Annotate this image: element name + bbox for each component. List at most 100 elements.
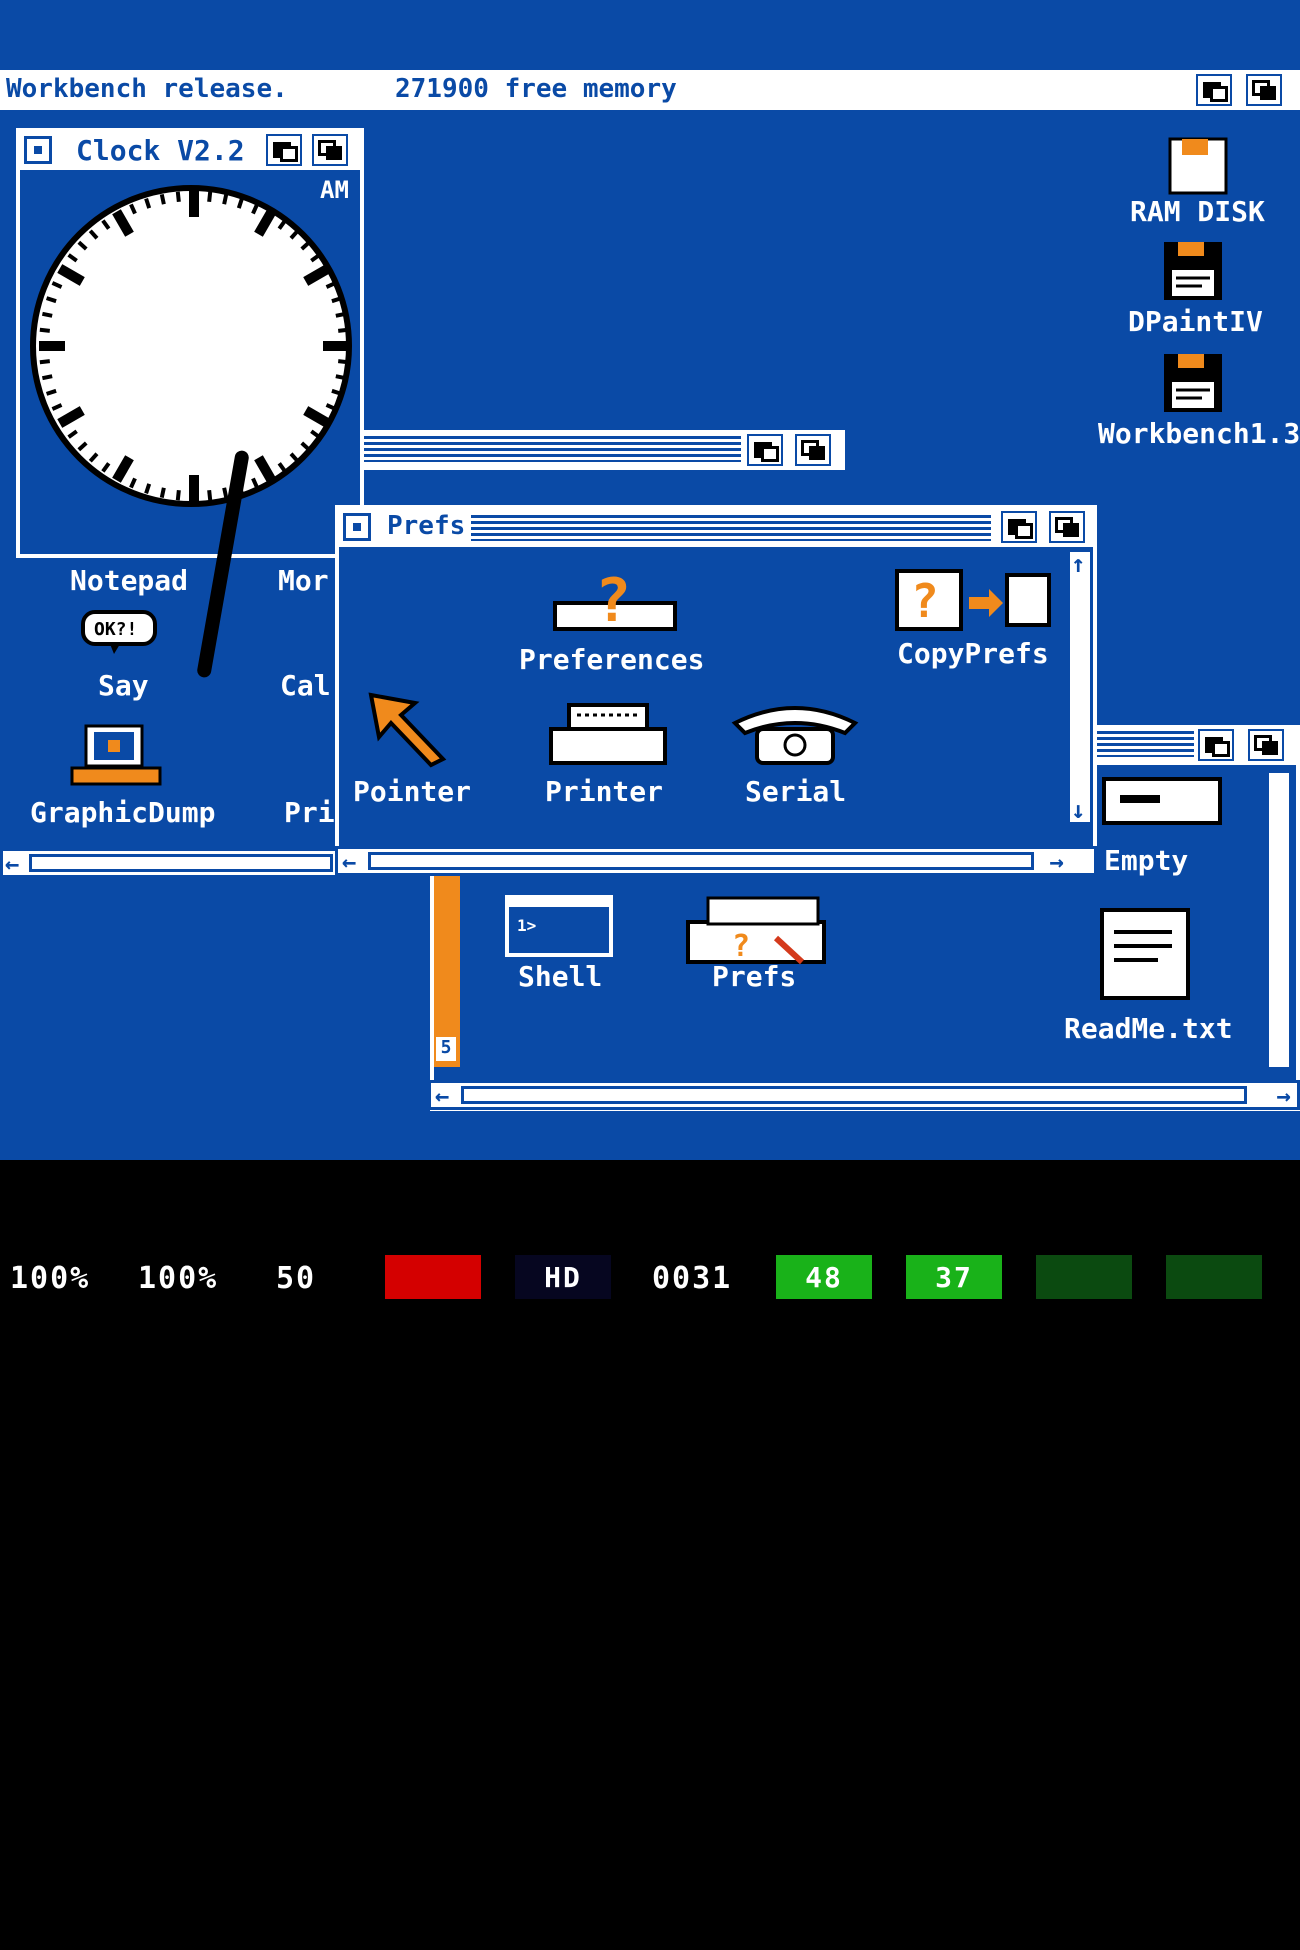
copyprefs-icon[interactable]: ? xyxy=(893,567,1053,633)
middle-depth-front-button[interactable] xyxy=(795,434,831,466)
amiga-workbench-screen: Workbench release. 271900 free memory RA… xyxy=(0,0,1300,1160)
prefs-horizontal-scrollbar[interactable]: ← → xyxy=(335,846,1097,876)
right-depth-front-button[interactable] xyxy=(1248,729,1284,761)
right-vertical-scrollbar[interactable] xyxy=(1266,770,1292,1070)
more-label-partial: Mor xyxy=(278,564,329,597)
clock-tick-mark xyxy=(254,209,276,237)
screen-depth-front-button[interactable] xyxy=(1246,74,1282,106)
right-scroll-left-arrow-icon[interactable]: ← xyxy=(435,1082,450,1110)
printer-label-partial: Pri xyxy=(284,796,335,829)
serial-icon[interactable] xyxy=(729,699,861,769)
right-horizontal-scrollbar[interactable]: ← → xyxy=(428,1080,1300,1110)
clock-close-button[interactable] xyxy=(24,136,52,164)
readme-label: ReadMe.txt xyxy=(1064,1012,1233,1045)
screen-depth-back-button[interactable] xyxy=(1196,74,1232,106)
say-label: Say xyxy=(98,669,149,702)
clock-tick-mark xyxy=(45,296,57,304)
prefs-drawer-icon[interactable]: ? xyxy=(684,892,830,968)
ram-disk-icon[interactable] xyxy=(1168,135,1228,195)
right-depth-back-button[interactable] xyxy=(1198,729,1234,761)
clock-tick-mark xyxy=(159,193,166,205)
ram-disk-label: RAM DISK xyxy=(1130,195,1265,228)
clock-tick-mark xyxy=(300,240,311,251)
pointer-icon[interactable] xyxy=(365,689,451,769)
clock-tick-mark xyxy=(57,264,85,286)
screen-title-bar[interactable]: Workbench release. 271900 free memory xyxy=(0,70,1300,113)
prefs-scroll-left-arrow-icon[interactable]: ← xyxy=(342,848,357,876)
say-icon[interactable]: OK?! xyxy=(80,609,158,655)
clock-tick-mark xyxy=(41,374,53,381)
df1-track: 37 xyxy=(935,1260,973,1294)
free-memory-text: 271900 free memory xyxy=(395,74,677,104)
clock-tick-mark xyxy=(39,359,51,365)
clock-tick-mark xyxy=(331,296,343,304)
svg-text:?: ? xyxy=(732,929,750,964)
prefs-titlebar[interactable]: Prefs xyxy=(339,509,1093,547)
serial-label: Serial xyxy=(745,775,847,808)
prefs-scroll-down-arrow-icon[interactable]: ↓ xyxy=(1071,796,1086,824)
right-scroll-knob[interactable] xyxy=(461,1086,1247,1104)
clock-tick-mark xyxy=(144,197,152,209)
scroll-left-arrow-icon[interactable]: ← xyxy=(5,850,20,878)
clock-tick-mark xyxy=(325,281,337,289)
hd-led: HD xyxy=(515,1255,611,1299)
clock-tick-mark xyxy=(112,455,134,483)
prefs-window[interactable]: Prefs ? Preferences ? CopyPrefs Pointer … xyxy=(335,505,1097,875)
utilities-scroll-knob[interactable] xyxy=(29,854,333,872)
clock-tick-mark xyxy=(129,203,137,215)
shell-label: Shell xyxy=(518,960,603,993)
window-number-tag: 5 xyxy=(436,1037,456,1061)
df0-track: 48 xyxy=(805,1260,843,1294)
readme-document-icon[interactable] xyxy=(1098,906,1194,1002)
workbench-release-text: Workbench release. xyxy=(6,74,288,104)
clock-depth-back-button[interactable] xyxy=(266,134,302,166)
preferences-icon[interactable]: ? xyxy=(551,563,679,637)
clock-tick-mark xyxy=(39,327,51,333)
prefs-scroll-knob[interactable] xyxy=(368,852,1034,870)
clock-tick-mark xyxy=(310,253,321,263)
right-scroll-right-arrow-icon[interactable]: → xyxy=(1276,1082,1291,1110)
middle-window-titlebar[interactable] xyxy=(355,430,845,470)
preferences-label: Preferences xyxy=(519,643,705,676)
clock-tick-mark xyxy=(277,219,287,230)
clock-tick-mark xyxy=(41,311,53,318)
prefs-vertical-scrollbar[interactable]: ↑ ↓ xyxy=(1067,549,1093,825)
workbench-disk-label: Workbench1.3 xyxy=(1098,417,1300,450)
clock-tick-mark xyxy=(101,219,111,230)
graphicdump-label: GraphicDump xyxy=(30,796,216,829)
power-led xyxy=(385,1255,481,1299)
prefs-scroll-right-arrow-icon[interactable]: → xyxy=(1049,848,1064,876)
svg-text:?: ? xyxy=(595,566,631,636)
clock-tick-mark xyxy=(112,209,134,237)
svg-text:OK?!: OK?! xyxy=(94,619,137,640)
prefs-close-button[interactable] xyxy=(343,513,371,541)
utilities-horizontal-scrollbar[interactable]: ← xyxy=(0,848,340,878)
df2-led xyxy=(1036,1255,1132,1299)
df3-led xyxy=(1166,1255,1262,1299)
workbench-disk-icon[interactable] xyxy=(1162,352,1224,414)
clock-depth-front-button[interactable] xyxy=(312,134,348,166)
clock-tick-mark xyxy=(222,193,229,205)
middle-depth-back-button[interactable] xyxy=(747,434,783,466)
prefs-title: Prefs xyxy=(383,511,470,541)
right-window-titlebar[interactable] xyxy=(1090,725,1300,765)
printer-icon[interactable] xyxy=(547,701,669,769)
clock-tick-mark xyxy=(331,388,343,396)
hd-label: HD xyxy=(544,1260,582,1294)
prefs-scroll-up-arrow-icon[interactable]: ↑ xyxy=(1071,550,1086,578)
prefs-depth-back-button[interactable] xyxy=(1001,511,1037,543)
clock-tick-mark xyxy=(39,341,65,351)
clock-titlebar[interactable]: Clock V2.2 xyxy=(20,132,360,170)
dpaintiv-disk-icon[interactable] xyxy=(1162,240,1224,302)
prefs-depth-front-button[interactable] xyxy=(1049,511,1085,543)
prefs-drawer-label: Prefs xyxy=(712,960,797,993)
clock-tick-mark xyxy=(51,281,63,289)
df0-led: 48 xyxy=(776,1255,872,1299)
clock-tick-mark xyxy=(310,429,321,439)
shell-icon[interactable]: 1> xyxy=(505,895,613,957)
trashcan-icon[interactable] xyxy=(1100,775,1224,827)
trashcan-label: Empty xyxy=(1104,844,1189,877)
pointer-label: Pointer xyxy=(353,775,472,808)
graphicdump-icon[interactable] xyxy=(68,722,164,788)
calculator-label-partial: Cal xyxy=(280,669,331,702)
